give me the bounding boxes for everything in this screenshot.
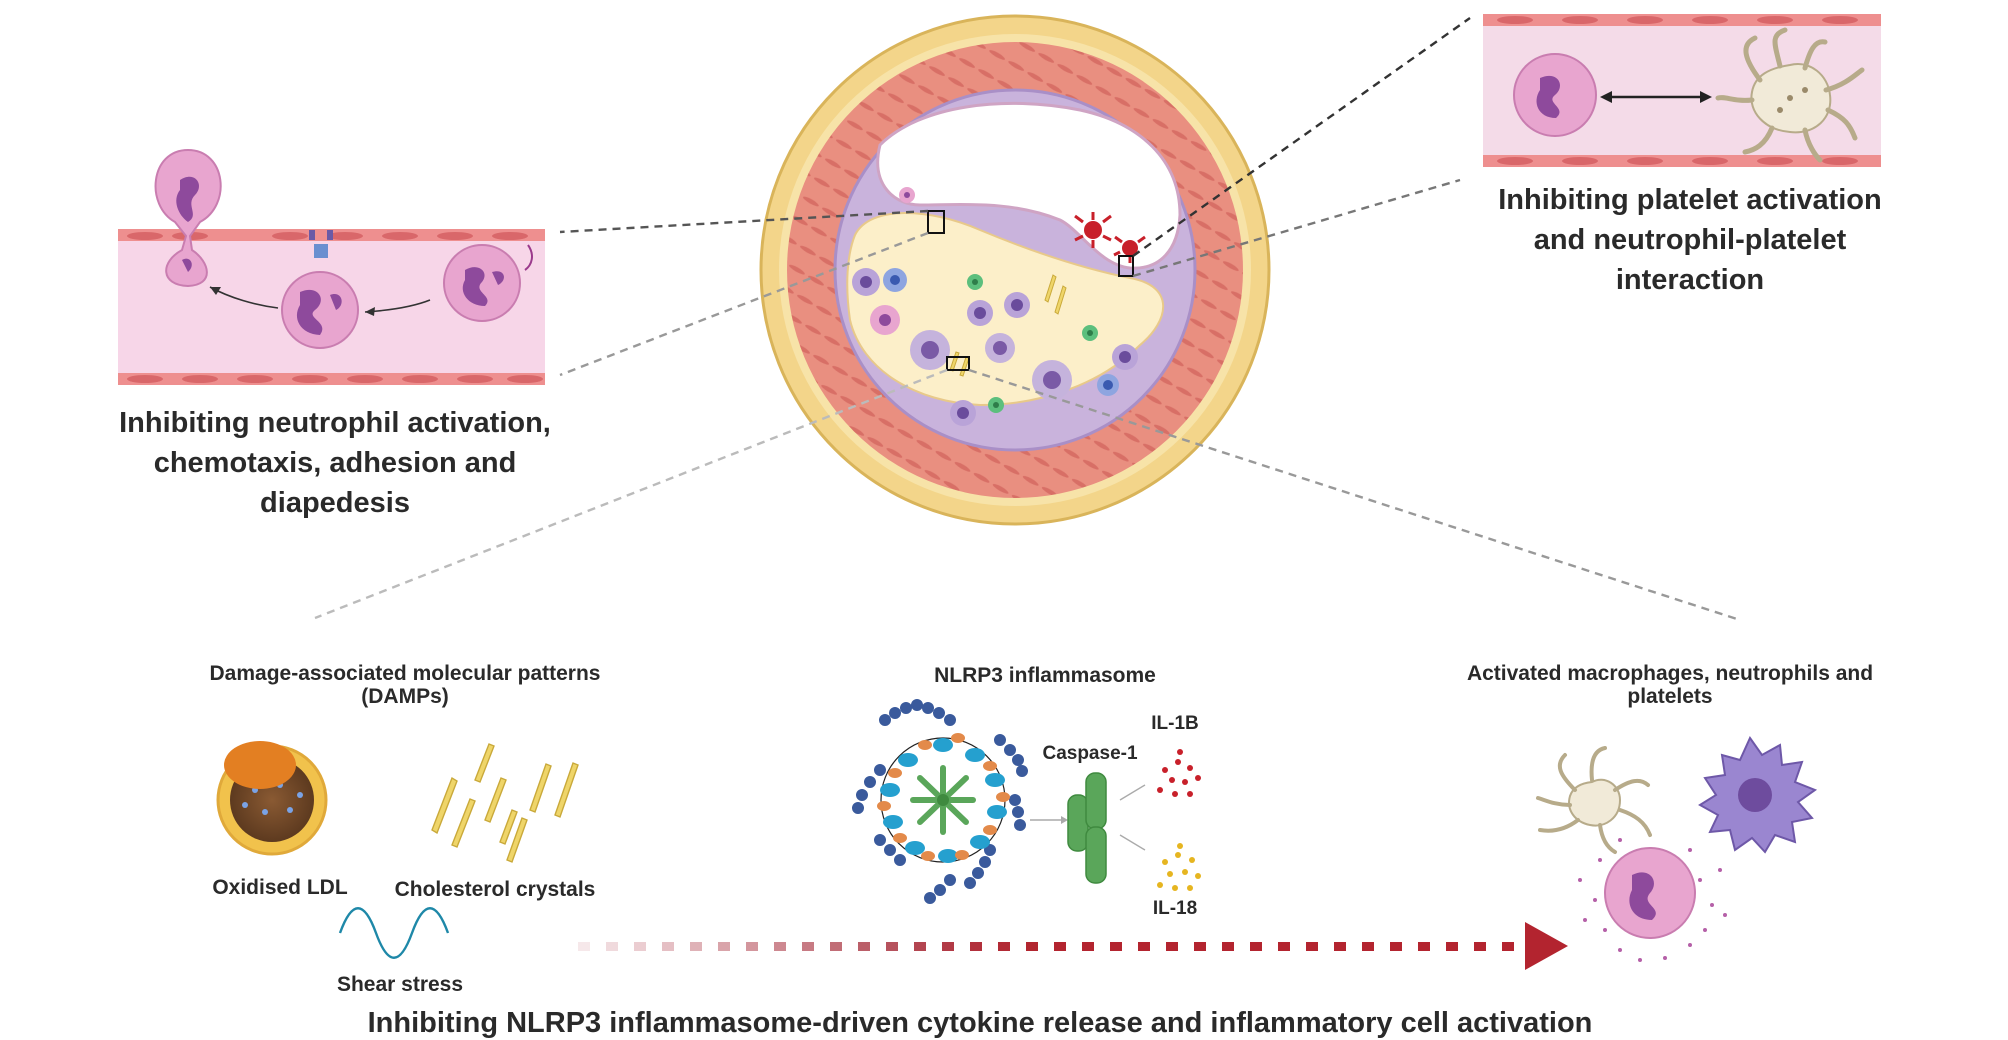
- neutrophil-cell: [1513, 53, 1597, 137]
- shear-stress-label: Shear stress: [336, 973, 464, 996]
- zoom-connector-lines: [314, 17, 1741, 622]
- artery-cross-section: [759, 14, 1271, 526]
- interaction-double-arrow: [1600, 91, 1712, 103]
- zoom-box-platelet: [1118, 255, 1134, 277]
- activated-neutrophil-icon: [1578, 838, 1727, 962]
- damps-title: Damage-associated molecular patterns (DA…: [209, 662, 601, 708]
- zoom-box-neutrophil: [927, 210, 945, 234]
- lumen-platelets: [899, 187, 1146, 263]
- progression-arrow: [578, 922, 1568, 970]
- cholesterol-crystals-icon: [431, 743, 579, 863]
- zoom-box-core: [946, 356, 970, 371]
- plaque-cells: [852, 268, 1138, 426]
- nlrp3-title: NLRP3 inflammasome: [934, 664, 1156, 687]
- cholesterol-crystals-label: Cholesterol crystals: [394, 878, 596, 901]
- circulating-neutrophil: [443, 244, 521, 322]
- caspase-1-icon: [1067, 772, 1107, 884]
- lumen: [876, 101, 1182, 270]
- il-1b-particles: [1157, 749, 1201, 797]
- activated-platelet: [1715, 27, 1865, 163]
- adhesion-molecule-icon: [309, 230, 333, 258]
- activated-macrophage-icon: [1698, 735, 1818, 854]
- activated-platelet-icon: [1536, 746, 1652, 854]
- shear-stress-icon: [338, 907, 450, 959]
- neutrophil-vessel-panel: [118, 148, 545, 385]
- transmigrating-neutrophil: [154, 148, 222, 288]
- il-18-label: IL-18: [1152, 898, 1198, 919]
- il-18-particles: [1157, 843, 1201, 891]
- neutrophil-panel-caption: Inhibiting neutrophil activation, chemot…: [119, 407, 551, 519]
- oxidised-ldl-label: Oxidised LDL: [212, 876, 348, 899]
- caspase-1-label: Caspase-1: [1042, 743, 1138, 764]
- main-caption: Inhibiting NLRP3 inflammasome-driven cyt…: [367, 1007, 1593, 1039]
- oxidised-ldl-icon: [216, 741, 328, 856]
- platelet-interaction-panel: [1483, 14, 1881, 167]
- endothelium-bottom: [118, 373, 545, 385]
- adhering-neutrophil: [281, 271, 359, 349]
- il-1b-label: IL-1B: [1151, 713, 1199, 734]
- activated-cells-title: Activated macrophages, neutrophils and p…: [1466, 662, 1874, 708]
- platelet-panel-caption: Inhibiting platelet activation and neutr…: [1498, 184, 1882, 296]
- rolling-arrow: [524, 244, 533, 271]
- nlrp3-inflammasome-icon: [852, 699, 1028, 904]
